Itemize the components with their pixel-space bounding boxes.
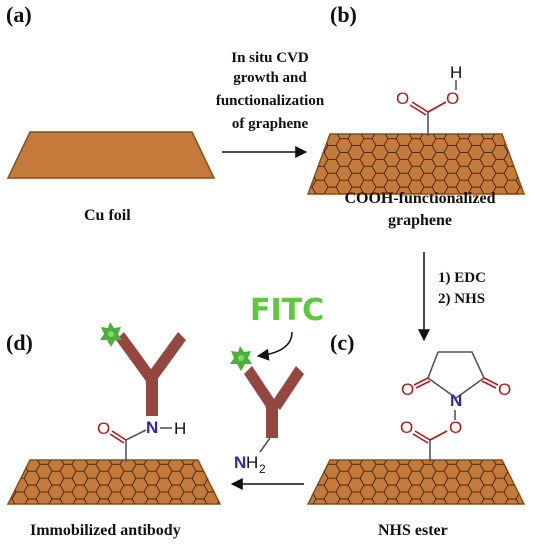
amide-linkage: O N H bbox=[97, 418, 186, 462]
cu-foil-a bbox=[6, 131, 216, 179]
step-a-to-b-line-4: of graphene bbox=[232, 116, 309, 132]
panel-label-a: (a) bbox=[6, 2, 32, 27]
atom-oxygen-ester-link: O bbox=[449, 418, 462, 437]
atom-oxygen-hydroxyl: O bbox=[446, 89, 459, 108]
atom-nitrogen-amide: N bbox=[146, 418, 158, 437]
step-b-to-c-line-2: 2) NHS bbox=[438, 291, 485, 307]
caption-b-line-2: graphene bbox=[388, 212, 452, 229]
step-a-to-b-line-1: In situ CVD bbox=[231, 50, 309, 66]
step-a-to-b-text: In situ CVD growth and functionalization… bbox=[216, 50, 325, 132]
caption-nhs-ester: NHS ester bbox=[378, 522, 448, 539]
atom-hydrogen-amine: H bbox=[246, 453, 258, 472]
step-a-to-b-line-2: growth and bbox=[233, 70, 307, 86]
atom-oxygen-amide: O bbox=[97, 419, 110, 438]
atom-oxygen-ester-carbonyl: O bbox=[400, 418, 413, 437]
panel-label-c: (c) bbox=[330, 330, 354, 355]
atom-hydrogen-amide: H bbox=[174, 419, 186, 438]
step-b-to-c-line-1: 1) EDC bbox=[438, 270, 486, 286]
caption-cu-foil: Cu foil bbox=[84, 207, 131, 224]
carboxyl-group: O O H bbox=[396, 63, 462, 136]
atom-hydrogen-carboxyl: H bbox=[450, 63, 462, 82]
immobilized-antibody bbox=[100, 322, 186, 416]
graphene-sheet-b bbox=[306, 133, 526, 195]
atom-oxygen-ring-right: O bbox=[498, 380, 511, 399]
nhs-ester-group: O O N O O bbox=[400, 351, 511, 462]
panel-label-b: (b) bbox=[330, 2, 357, 27]
graphene-sheet-d bbox=[6, 459, 222, 505]
atom-oxygen-carbonyl: O bbox=[396, 89, 409, 108]
amine-subscript: 2 bbox=[259, 462, 266, 476]
caption-immobilized-antibody: Immobilized antibody bbox=[30, 522, 181, 539]
arrow-fitc-to-antibody bbox=[256, 331, 293, 361]
caption-b-line-1: COOH-functionalized bbox=[344, 190, 495, 207]
step-a-to-b-line-3: functionalization bbox=[216, 93, 325, 109]
atom-oxygen-ring-left: O bbox=[401, 380, 414, 399]
atom-nitrogen-amine: N bbox=[234, 453, 246, 472]
label-fitc: FITC bbox=[250, 293, 324, 328]
atom-nitrogen-ring: N bbox=[450, 391, 462, 410]
graphene-sheet-c bbox=[306, 459, 526, 505]
caption-cooh-graphene: COOH-functionalized graphene bbox=[344, 190, 495, 229]
free-antibody bbox=[230, 346, 304, 438]
panel-label-d: (d) bbox=[6, 330, 33, 355]
